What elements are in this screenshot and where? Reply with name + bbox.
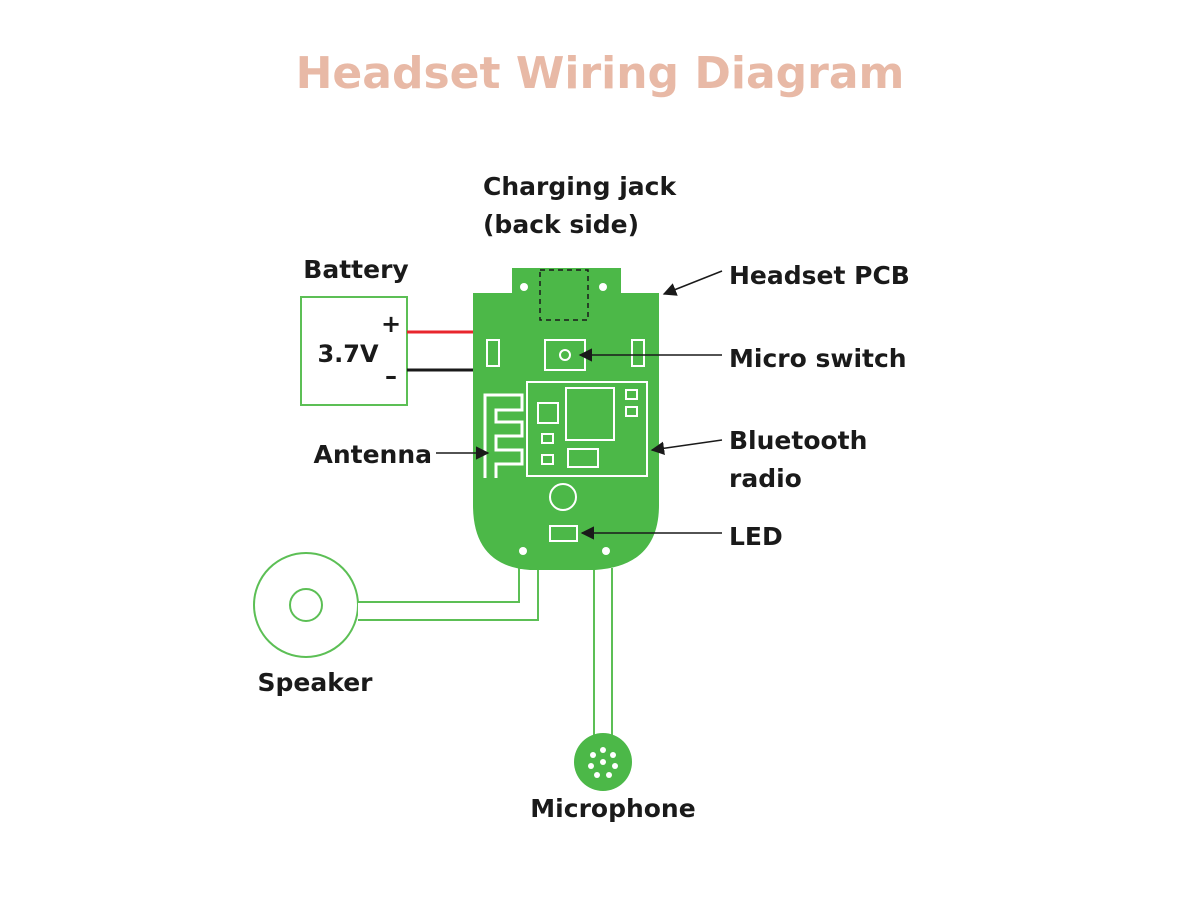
micro-switch-label: Micro switch [729,344,907,373]
pcb-pad-right [631,339,645,367]
battery-label: Battery [303,255,408,284]
charging-jack-outline [539,269,589,321]
speaker [253,552,359,658]
pcb-round-component [549,483,577,511]
diagram-title: Headset Wiring Diagram [296,48,905,99]
bluetooth-chip [565,387,615,441]
mount-hole-bottom-left [519,547,527,555]
bluetooth-component [537,402,559,424]
bluetooth-component [625,389,638,400]
microphone-hole [612,763,618,769]
microphone-hole [600,747,606,753]
headset-pcb-label: Headset PCB [729,261,910,290]
bluetooth-arrow [650,439,723,455]
mount-hole-left [520,283,528,291]
microphone-hole [600,759,606,765]
charging-jack-sublabel: (back side) [483,210,639,239]
charging-jack-label: Charging jack [483,172,677,201]
microphone-hole [588,763,594,769]
led [549,525,578,542]
antenna-label: Antenna [313,440,432,469]
mount-hole-right [599,283,607,291]
microphone-hole [594,772,600,778]
speaker-center [289,588,323,622]
bluetooth-label: Bluetooth [729,426,867,455]
led-label: LED [729,522,783,551]
mount-hole-bottom-right [602,547,610,555]
microphone-hole [606,772,612,778]
microphone-hole [610,752,616,758]
battery-minus-terminal: – [385,362,397,390]
microphone [574,733,632,791]
bluetooth-component [541,433,554,444]
bluetooth-component [625,406,638,417]
battery-voltage: 3.7V [317,340,379,368]
pcb-pad-left [486,339,500,367]
bluetooth-component [541,454,554,465]
bluetooth-component [567,448,599,468]
speaker-label: Speaker [258,668,374,697]
microphone-label: Microphone [530,794,695,823]
bluetooth-module [526,381,648,477]
headset-pcb-arrow [662,270,723,296]
microphone-wires [593,568,613,740]
headset-pcb [473,268,659,570]
battery-plus-terminal: + [381,310,401,338]
micro-switch-button [559,349,571,361]
microphone-hole [590,752,596,758]
speaker-wires [358,567,539,621]
battery-box [300,296,408,406]
bluetooth-sublabel: radio [729,464,802,493]
antenna-trace [483,393,524,478]
